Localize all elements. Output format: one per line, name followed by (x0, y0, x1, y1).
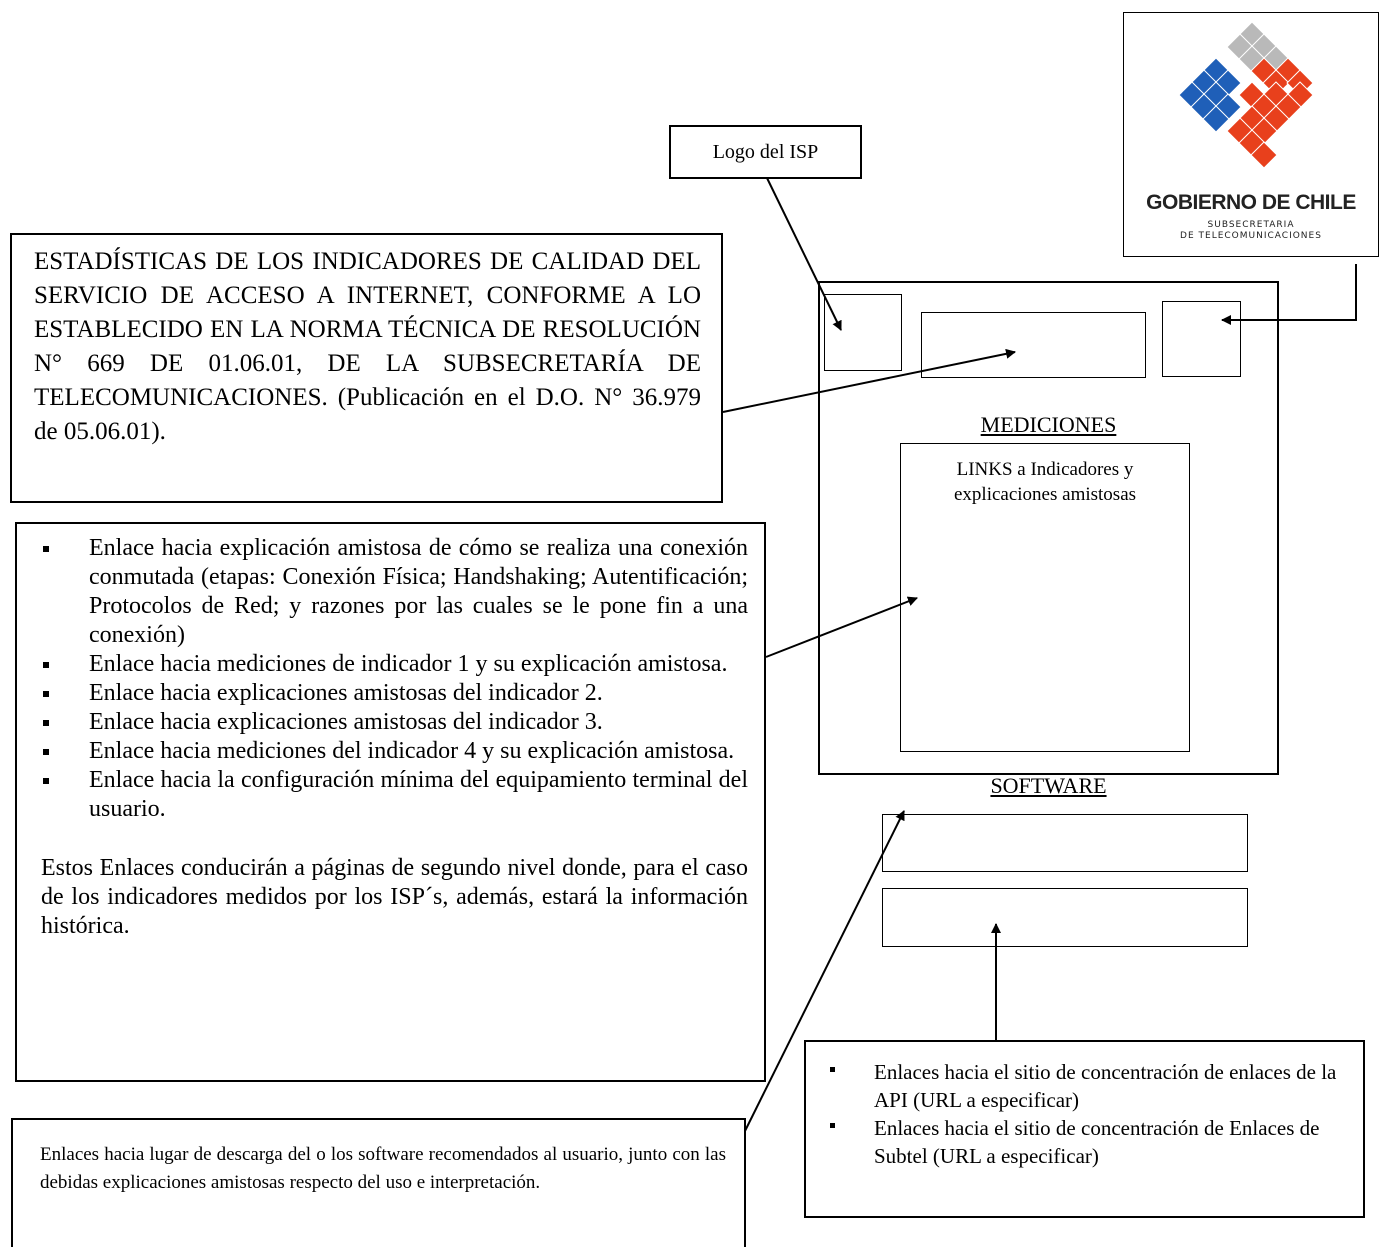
list-item: Enlace hacia explicación amistosa de cóm… (41, 534, 748, 650)
list-item: Enlace hacia mediciones de indicador 1 y… (41, 650, 748, 679)
gobierno-de-chile-logo: GOBIERNO DE CHILE SUBSECRETARIA DE TELEC… (1123, 12, 1379, 257)
mockup-links-panel: LINKS a Indicadores y explicaciones amis… (900, 443, 1190, 752)
isp-logo-callout-label: Logo del ISP (712, 140, 819, 163)
links-list: Enlace hacia explicación amistosa de cóm… (41, 534, 748, 824)
mockup-isp-logo-slot (824, 294, 902, 371)
mockup-software-link-row (882, 814, 1248, 872)
mockup-title-banner (921, 312, 1146, 378)
list-item: Enlaces hacia el sitio de concentración … (826, 1114, 1351, 1170)
mockup-mediciones-title: MEDICIONES (980, 412, 1117, 437)
title-text: ESTADÍSTICAS DE LOS INDICADORES DE CALID… (34, 248, 701, 445)
page-mockup: MEDICIONES LINKS a Indicadores y explica… (818, 281, 1279, 947)
gov-logo-name: GOBIERNO DE CHILE (1146, 191, 1356, 214)
external-links-box: Enlaces hacia el sitio de concentración … (804, 1040, 1365, 1218)
mockup-software-link-row (882, 888, 1248, 947)
list-item: Enlace hacia mediciones del indicador 4 … (41, 737, 748, 766)
links-note: Estos Enlaces conducirán a páginas de se… (41, 855, 748, 939)
emblem-cube (1250, 141, 1278, 169)
software-description-box: Enlaces hacia lugar de descarga del o lo… (11, 1118, 746, 1247)
gov-logo-subtitle-1: SUBSECRETARIA (1207, 220, 1295, 230)
mockup-gov-logo-slot (1162, 301, 1241, 377)
list-item: Enlace hacia la configuración mínima del… (41, 766, 748, 824)
mockup-links-panel-text: LINKS a Indicadores y explicaciones amis… (953, 459, 1137, 505)
software-description-text: Enlaces hacia lugar de descarga del o lo… (40, 1144, 726, 1193)
list-item: Enlaces hacia el sitio de concentración … (826, 1058, 1351, 1114)
isp-logo-callout: Logo del ISP (669, 125, 862, 179)
links-description-box: Enlace hacia explicación amistosa de cóm… (15, 522, 766, 1082)
list-item: Enlace hacia explicaciones amistosas del… (41, 708, 748, 737)
list-item: Enlace hacia explicaciones amistosas del… (41, 679, 748, 708)
title-box: ESTADÍSTICAS DE LOS INDICADORES DE CALID… (10, 233, 723, 503)
gov-logo-subtitle-2: DE TELECOMUNICACIONES (1180, 231, 1322, 241)
emblem-cube (1202, 105, 1230, 133)
mockup-software-title: SOFTWARE (990, 773, 1107, 798)
gov-emblem-icon (1178, 21, 1314, 169)
external-links-list: Enlaces hacia el sitio de concentración … (826, 1058, 1351, 1170)
